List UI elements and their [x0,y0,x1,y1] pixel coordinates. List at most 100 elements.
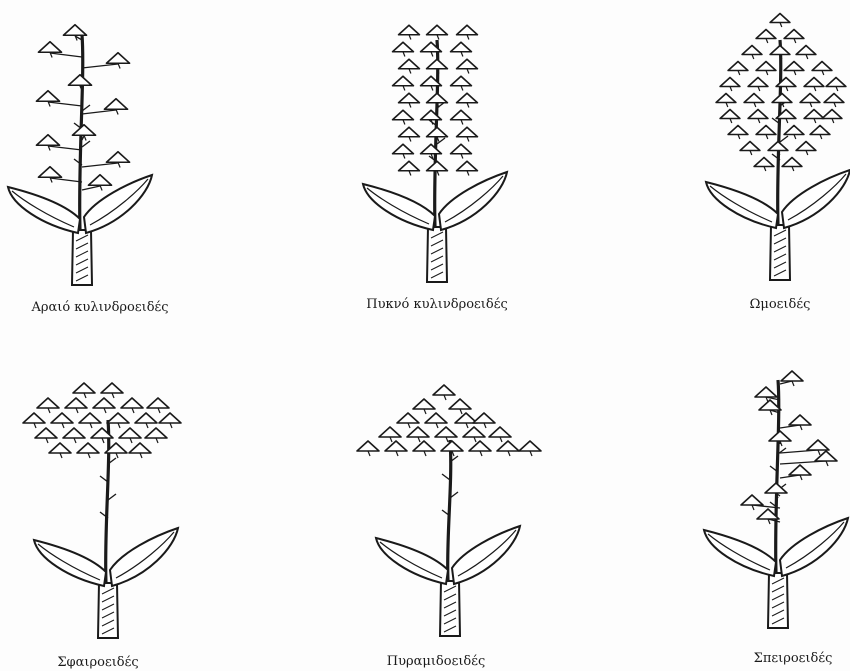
caption-spherical: Σφαιροειδές [57,655,138,670]
flower-icon [784,30,804,39]
flower-icon [451,76,472,86]
flower-icon [441,441,463,451]
flower-icon [407,427,429,437]
flower-icon [772,94,792,103]
flower-icon [399,25,420,35]
flower-icon [421,144,442,154]
flower-icon [413,441,435,451]
flower-icon [796,46,816,55]
flower-icon [65,398,87,408]
flower-icon [716,94,736,103]
flower-icon [756,30,776,39]
flower-icon [457,93,478,103]
flower-icon [807,440,829,450]
flower-icon [728,126,748,135]
flower-icon [427,93,448,103]
flower-icon [812,62,832,71]
flower-icon [63,25,86,36]
flower-icon [399,93,420,103]
flower-icon [754,158,774,167]
flower-icon [36,91,59,102]
left-leaf [376,538,448,584]
flower-icon [427,25,448,35]
flower-icon [93,398,115,408]
drawing-ovoid [706,14,850,281]
flower-icon [399,161,420,171]
stem [778,40,781,225]
caption-spiral: Σπειροειδές [754,651,833,666]
right-leaf [439,172,507,230]
flower-icon [740,142,760,151]
flower-icon [88,175,111,186]
flower-icon [451,144,472,154]
drawing-spiral [704,371,848,628]
caption-dense-cylindrical: Πυκνό κυλινδροειδές [366,297,507,312]
flower-icon [720,110,740,119]
flower-icon [135,413,157,423]
right-leaf [110,528,178,586]
flower-icon [473,413,495,423]
flower-icon [159,413,181,423]
flower-icon [789,465,811,475]
drawing-sparse-cylindrical [8,25,152,285]
flower-icon [824,94,844,103]
flower-icon [425,413,447,423]
flower-icon [106,53,129,64]
flower-icon [393,42,414,52]
flower-icon [804,110,824,119]
flower-icon [68,75,91,86]
flower-icon [77,443,99,453]
flower-icon [427,59,448,69]
flower-icon [497,441,519,451]
flower-icon [36,135,59,146]
flower-icon [769,431,791,441]
flower-icon [755,387,777,397]
flower-icon [756,126,776,135]
flower-icon [744,94,764,103]
flower-icon [104,99,127,110]
flower-icon [826,78,846,87]
flower-icon [457,161,478,171]
flower-icon [796,142,816,151]
flower-icon [804,78,824,87]
flower-icon [800,94,820,103]
flower-icon [399,59,420,69]
flower-icon [397,413,419,423]
stem [106,420,109,583]
flower-icon [784,126,804,135]
left-leaf [363,184,435,230]
flower-icon [393,144,414,154]
flower-icon [782,158,802,167]
flower-icon [427,127,448,137]
flower-icon [121,398,143,408]
flower-icon [435,427,457,437]
left-leaf [8,187,80,233]
right-leaf [782,170,850,228]
flower-icon [768,142,788,151]
flower-icon [451,42,472,52]
flower-icon [357,441,379,451]
left-leaf [704,530,776,576]
flower-icon [427,161,448,171]
flower-icon [393,110,414,120]
flower-icon [23,413,45,423]
flower-icon [741,495,763,505]
flower-icon [129,443,151,453]
flower-icon [119,428,141,438]
left-leaf [706,182,778,228]
flower-icon [784,62,804,71]
flower-icon [469,441,491,451]
flower-icon [433,385,455,395]
flower-icon [106,152,129,163]
caption-sparse-cylindrical: Αραιό κυλινδροειδές [31,300,168,315]
drawing-spherical [23,383,181,638]
flower-icon [38,167,61,178]
flower-icon [489,427,511,437]
flower-icon [742,46,762,55]
drawing-pyramidal [357,385,541,636]
right-leaf [452,526,520,584]
caption-ovoid: Ωμοειδές [750,297,811,312]
flower-icon [756,62,776,71]
flower-icon [51,413,73,423]
